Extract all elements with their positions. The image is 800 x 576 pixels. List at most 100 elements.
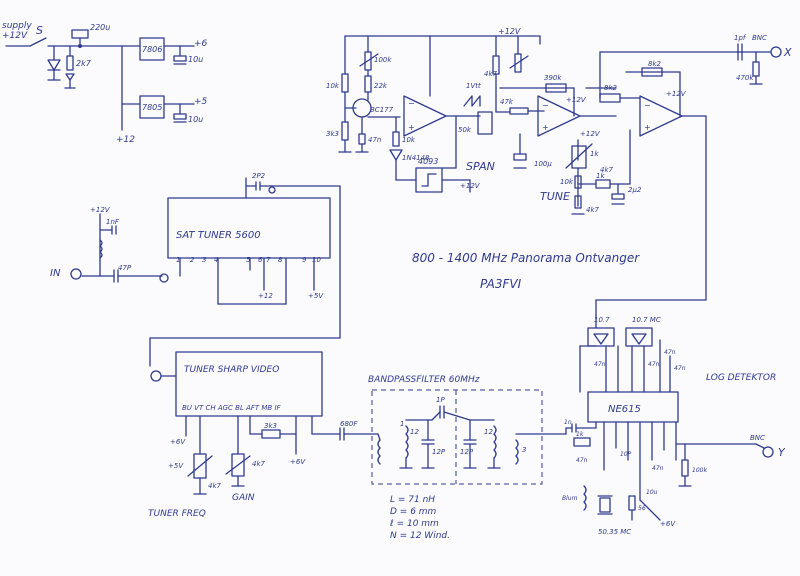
op3-minus: −: [644, 101, 651, 110]
supply-label: supply+12V: [2, 21, 32, 41]
resistor-3k3: [341, 121, 349, 141]
reg2-cap-label: 10u: [188, 115, 203, 124]
r-3k3-label: 3k3: [326, 130, 339, 138]
electrolytic-capacitor-220u: [71, 29, 89, 39]
resistor-22k: [364, 75, 372, 93]
r-2k7-label: 2k7: [76, 59, 92, 68]
r-8k2-label: 8k2: [604, 84, 618, 92]
diode-label: 1N4148: [402, 154, 430, 162]
input-connector: [70, 268, 82, 280]
coil-l1: [405, 425, 409, 459]
spec-l: L = 71 nH: [390, 495, 435, 505]
out-cap-label: 1pf: [734, 34, 747, 42]
r10-label: 10k: [560, 178, 574, 186]
in-label: IN: [50, 268, 61, 279]
pot-1: [514, 53, 522, 73]
span-label: SPAN: [466, 160, 495, 173]
op2-supply-label: +12V: [566, 96, 587, 104]
sat-tuner-section: SAT TUNER 5600 1 2 3 4 5 6 7 8 9 10 +12 …: [50, 172, 341, 367]
sweep-supply-label: +12V: [498, 27, 521, 36]
r4-label: 10k: [402, 136, 416, 144]
bandpass-filter-section: BANDPASSFILTER 60MHz 12 12P 1P 12P 12 1: [368, 375, 567, 541]
cap-100u: [513, 153, 527, 161]
sat-pin-4: 4: [214, 256, 218, 264]
ceramic-filter-2: [625, 327, 653, 347]
power-switch: [29, 37, 47, 47]
output-link-coil: [515, 439, 519, 465]
sat-pin-2: 2: [190, 256, 195, 264]
op1-plus: +: [408, 123, 415, 132]
sharp-input-port: [150, 370, 162, 382]
resistor-3k3-sharp: [261, 429, 281, 439]
resistor-10k-b: [392, 131, 400, 147]
r12-label: 1k: [596, 172, 605, 180]
sharp-v5-label: +5V: [168, 462, 184, 470]
ld-c1-label: 47n: [594, 361, 606, 368]
reg2-out-label: +5: [194, 97, 208, 107]
op2-plus: +: [542, 123, 549, 132]
r-8k2b-label: 8k2: [648, 60, 662, 68]
sat-pin-7: 7: [266, 256, 271, 264]
bnc-x-label: BNC: [752, 34, 767, 42]
ld-c5-label: 1n: [564, 419, 572, 426]
pot-1k-tune[interactable]: [571, 145, 587, 169]
gain-label: GAIN: [232, 493, 255, 503]
sat-v12-label: +12: [258, 292, 273, 300]
r-4k7-label: 4k7: [484, 70, 498, 78]
r-390k-label: 390k: [544, 74, 562, 82]
bnc-connector-x: [770, 46, 782, 58]
ld-c2-label: 47n: [648, 361, 660, 368]
tap2-label: 3: [522, 446, 526, 454]
sat-pin-8: 8: [278, 256, 283, 264]
transistor-label: BC177: [370, 106, 394, 114]
ceramic-filter-1: [587, 327, 615, 347]
wave-label: 1Vtt: [466, 82, 481, 90]
ic-ne615: [587, 391, 679, 423]
sharp-pot-label: 4k7: [208, 482, 222, 490]
rail-12-label: +12: [116, 135, 135, 145]
spec-n: N = 12 Wind.: [390, 531, 450, 541]
ic-4093-label: 4093: [418, 157, 438, 166]
spec-len: ℓ = 10 mm: [389, 519, 439, 529]
sat-pin-3: 3: [202, 256, 206, 264]
sat-pin-6: 6: [258, 256, 263, 264]
resistor-100k: [681, 459, 689, 477]
op3-supply-label: +12V: [666, 90, 687, 98]
reg2-label: 7805: [142, 103, 162, 112]
op1-minus: −: [408, 99, 415, 108]
sharp-v6a-label: +6V: [170, 438, 186, 446]
sat-tuner-label: SAT TUNER 5600: [176, 230, 261, 241]
reg1-label: 7806: [142, 45, 162, 54]
filter2-label: 10.7 MC: [632, 316, 661, 324]
bandpass-dashed-box: [371, 389, 543, 485]
cap-47n: [358, 133, 366, 145]
diagram-title: 800 - 1400 MHz Panorama Ontvanger: [412, 251, 640, 265]
sharp-r1-label: 3k3: [264, 422, 277, 430]
c3-label: 2µ2: [628, 186, 642, 194]
c-47n-label: 47n: [368, 136, 381, 144]
c2-label: 12P: [460, 448, 474, 456]
sawtooth-waveform: [463, 95, 481, 107]
r-22k-label: 22k: [374, 82, 388, 90]
diode-1n4148: [389, 149, 403, 161]
opamp-2: [537, 95, 581, 137]
cap-220u-label: 220u: [90, 23, 110, 32]
coil-blum: [583, 485, 587, 511]
ld-c3-label: 47n: [664, 349, 676, 356]
xtal-label: 50.35 MC: [598, 528, 631, 536]
sharp-v6b-label: +6V: [290, 458, 306, 466]
bnc-y-label: BNC: [750, 434, 765, 442]
sharp-tuner-label: TUNER SHARP VIDEO: [184, 365, 279, 375]
sharp-tuner-box: [175, 351, 323, 417]
sat-c1-label: 1nF: [106, 218, 120, 226]
opamp-3: [639, 95, 683, 137]
pot-50k: [477, 111, 493, 135]
coupling-cap-label: 1P: [436, 396, 445, 404]
resistor-8k2-b: [641, 67, 663, 77]
crystal-50-35: [599, 497, 611, 513]
power-supply-section: supply+12V S 220u 2k7 +12 7806 +6 10u 78…: [2, 21, 208, 145]
resistor-470k: [752, 61, 760, 77]
tune-pot-label: 1k: [590, 150, 599, 158]
pot-50k-label: 50k: [458, 126, 472, 134]
